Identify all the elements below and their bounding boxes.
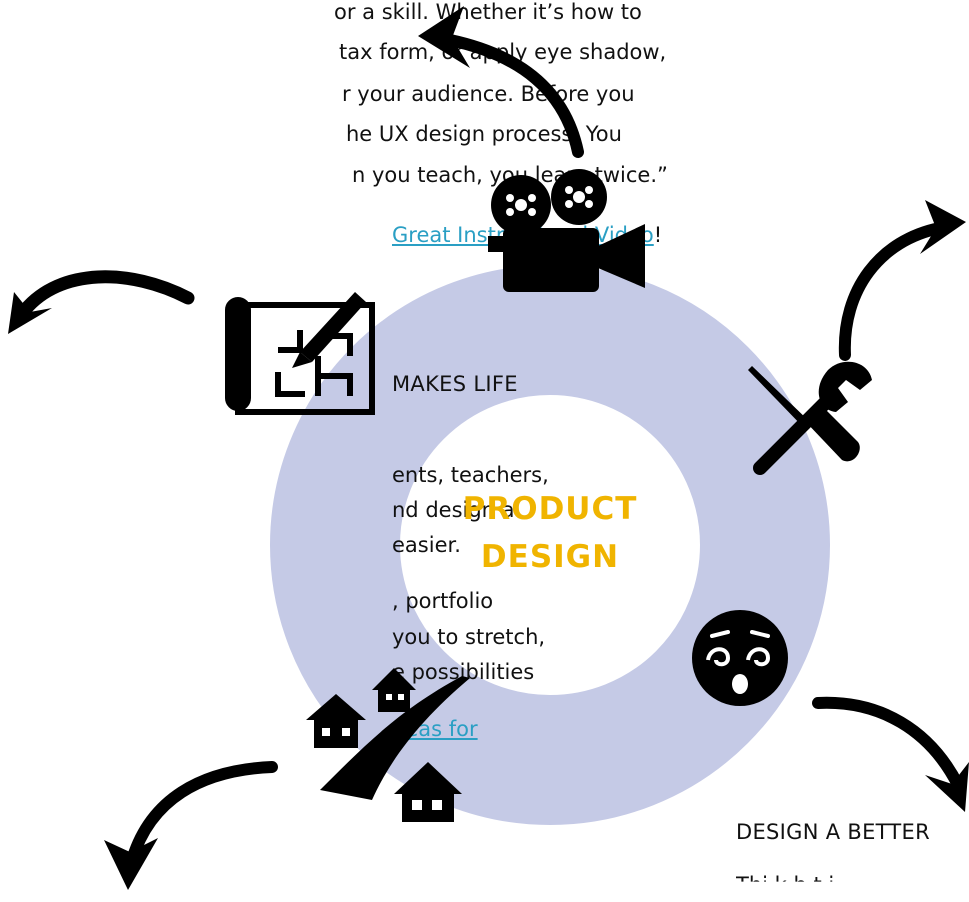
tools-icon	[748, 361, 872, 475]
left-heading: MAKES LIFE	[392, 372, 518, 396]
center-title-line-1: PRODUCT	[462, 491, 638, 527]
intro-line-1: or a skill. Whether it’s how to	[334, 0, 642, 24]
arrow-bottom-left	[104, 761, 278, 890]
left-para2-line-1: , portfolio	[392, 589, 494, 613]
left-para2-line-2: you to stretch,	[392, 625, 546, 649]
houses-road-icon	[306, 668, 470, 822]
arrow-right-upper	[838, 200, 966, 361]
dizzy-face-icon	[692, 610, 788, 706]
bottom-right-partial-text: Thi k b t i	[736, 873, 835, 897]
left-para1-line-2: nd design a	[392, 498, 515, 522]
left-para1-line-3: easier.	[392, 533, 461, 557]
movie-camera-icon	[488, 169, 645, 292]
intro-link-suffix: !	[653, 223, 663, 247]
ring-band	[270, 265, 830, 825]
center-title-line-2: DESIGN	[480, 539, 620, 575]
arrow-top-center	[418, 6, 584, 158]
intro-line-3: r your audience. Before you	[342, 82, 635, 106]
arrow-bottom-right	[812, 696, 969, 812]
left-para1-line-1: ents, teachers,	[392, 463, 549, 487]
blueprint-icon	[225, 292, 375, 415]
bottom-right-heading: DESIGN A BETTER	[736, 820, 930, 844]
arrow-left-upper	[8, 270, 195, 334]
